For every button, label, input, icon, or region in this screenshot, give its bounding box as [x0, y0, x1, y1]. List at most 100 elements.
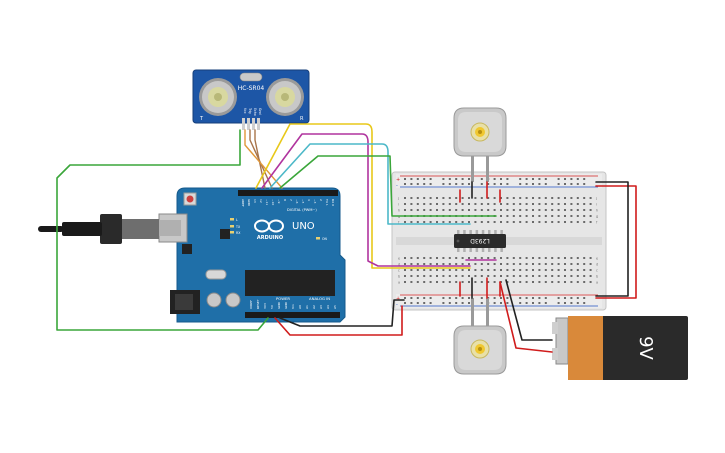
led-label: TX: [235, 225, 241, 229]
row-letter: h: [398, 209, 400, 213]
power-header-label: POWER: [276, 296, 290, 301]
battery-voltage-label: 9V: [635, 336, 656, 360]
wire-orange[interactable]: [244, 129, 283, 189]
ic-pin: [481, 230, 485, 234]
wire-yellow[interactable]: [255, 123, 471, 269]
dc-motor-bottom[interactable]: [453, 298, 507, 375]
bottom-pin-label: RESET: [256, 299, 260, 309]
row-letter: g: [596, 215, 598, 219]
wires: [56, 123, 637, 353]
row-letter: j: [595, 197, 597, 201]
dc-motor-top[interactable]: [453, 107, 507, 182]
ic-pin: [463, 230, 466, 234]
atmega-chip: [245, 270, 335, 296]
bottom-pin-label: A4: [326, 305, 330, 309]
ic-pin: [457, 248, 460, 252]
bottom-pin-label: Vin: [291, 304, 295, 309]
arduino-uno-board[interactable]: ARDUINO UNO DIGITAL (PWM~) POWER ANALOG …: [158, 187, 346, 323]
l293d-driver-chip[interactable]: L293D: [454, 230, 506, 252]
led-indicator: [230, 225, 234, 228]
sensor-pin[interactable]: [247, 118, 250, 130]
top-pin-label: 4: [307, 199, 311, 201]
top-pin-label: 12: [259, 199, 263, 203]
sensor-pin-label: Gnd: [258, 108, 262, 115]
top-pin-label: ~9: [277, 199, 281, 204]
wire-red-5v[interactable]: [274, 305, 403, 336]
arduino-brand-label: ARDUINO: [257, 235, 283, 241]
ic-pin: [469, 230, 472, 234]
top-pin-header[interactable]: [238, 190, 338, 196]
row-letter: j: [397, 197, 399, 201]
led-indicator: [230, 218, 234, 221]
sensor-pin-label: Vcc: [243, 108, 247, 114]
bottom-pin-label: A0: [298, 305, 302, 309]
sensor-pin[interactable]: [252, 118, 255, 130]
sensor-pin[interactable]: [242, 118, 245, 130]
top-pin-label: TX 1: [325, 198, 329, 206]
breadboard-holes[interactable]: [404, 178, 592, 304]
row-letter: i: [596, 203, 597, 207]
row-letter: i: [398, 203, 399, 207]
sensor-model-label: HC-SR04: [238, 85, 265, 92]
row-letter: c: [398, 269, 400, 273]
sensor-pin-label: Trig: [248, 107, 252, 114]
top-pin-label: 8: [283, 199, 287, 201]
row-letter: d: [596, 263, 598, 267]
row-letter: c: [596, 269, 598, 273]
wire-red-battery[interactable]: [499, 281, 553, 353]
wire-cyan[interactable]: [269, 143, 471, 225]
bottom-pin-label: A2: [312, 305, 316, 309]
ic-pin: [457, 230, 460, 234]
wire-black-rail[interactable]: [595, 181, 629, 297]
row-letter: d: [398, 263, 400, 267]
bottom-pin-label: GND: [284, 301, 288, 309]
row-letter: b: [398, 275, 401, 279]
led-label: L: [236, 218, 238, 222]
row-letter: e: [398, 257, 400, 261]
digital-pwm-label: DIGITAL (PWM~): [287, 208, 317, 212]
bottom-pin-label: IOREF: [249, 300, 253, 309]
wire-green-gnd[interactable]: [56, 129, 269, 331]
wire-red-vertical[interactable]: [459, 189, 501, 203]
wire-black-battery[interactable]: [505, 279, 553, 341]
top-pin-label: AREF: [241, 199, 245, 207]
bottom-pin-header[interactable]: [245, 312, 340, 318]
rail-minus-label: -: [396, 183, 398, 189]
wire-green-signal[interactable]: [279, 155, 497, 217]
ic-pin: [500, 230, 503, 234]
ic-pin: [469, 248, 472, 252]
sensor-t-label: T: [199, 116, 204, 122]
arduino-logo-icon: [254, 219, 284, 233]
ic-pin: [463, 248, 466, 252]
top-pin-label: RX 0: [331, 199, 335, 206]
rail-minus-label: -: [396, 302, 398, 308]
usb-cable: [38, 214, 159, 244]
bottom-pin-label: A3: [319, 305, 323, 309]
rail-plus-label: +: [396, 296, 400, 302]
analog-in-label: ANALOG IN: [309, 296, 330, 301]
sensor-pin[interactable]: [257, 118, 260, 130]
top-pin-label: 2: [319, 199, 323, 201]
ic-pin: [481, 248, 485, 252]
ultrasonic-sensor[interactable]: HC-SR04 T R Vcc Trig Echo Gnd: [192, 69, 310, 130]
bottom-pin-label: 5V: [270, 304, 274, 309]
wire-black-gnd[interactable]: [279, 299, 405, 327]
wire-red-rail[interactable]: [595, 185, 637, 299]
9v-battery[interactable]: 9V: [552, 316, 688, 380]
top-pin-label: ~5: [301, 199, 305, 204]
row-letter: f: [596, 221, 598, 225]
ic-pin: [488, 248, 491, 252]
led-label: RX: [236, 231, 241, 235]
sensor-r-label: R: [300, 116, 304, 122]
ic-pin: [475, 248, 479, 252]
ic-pin: [494, 230, 497, 234]
led-label: ON: [322, 237, 328, 241]
wire-magenta[interactable]: [261, 133, 471, 267]
bottom-pin-label: A1: [305, 305, 309, 309]
top-pin-label: ~6: [295, 199, 299, 204]
wire-brown[interactable]: [254, 129, 266, 189]
top-pin-label: GND: [247, 199, 251, 207]
row-letter: h: [596, 209, 598, 213]
row-letter: a: [398, 281, 400, 285]
